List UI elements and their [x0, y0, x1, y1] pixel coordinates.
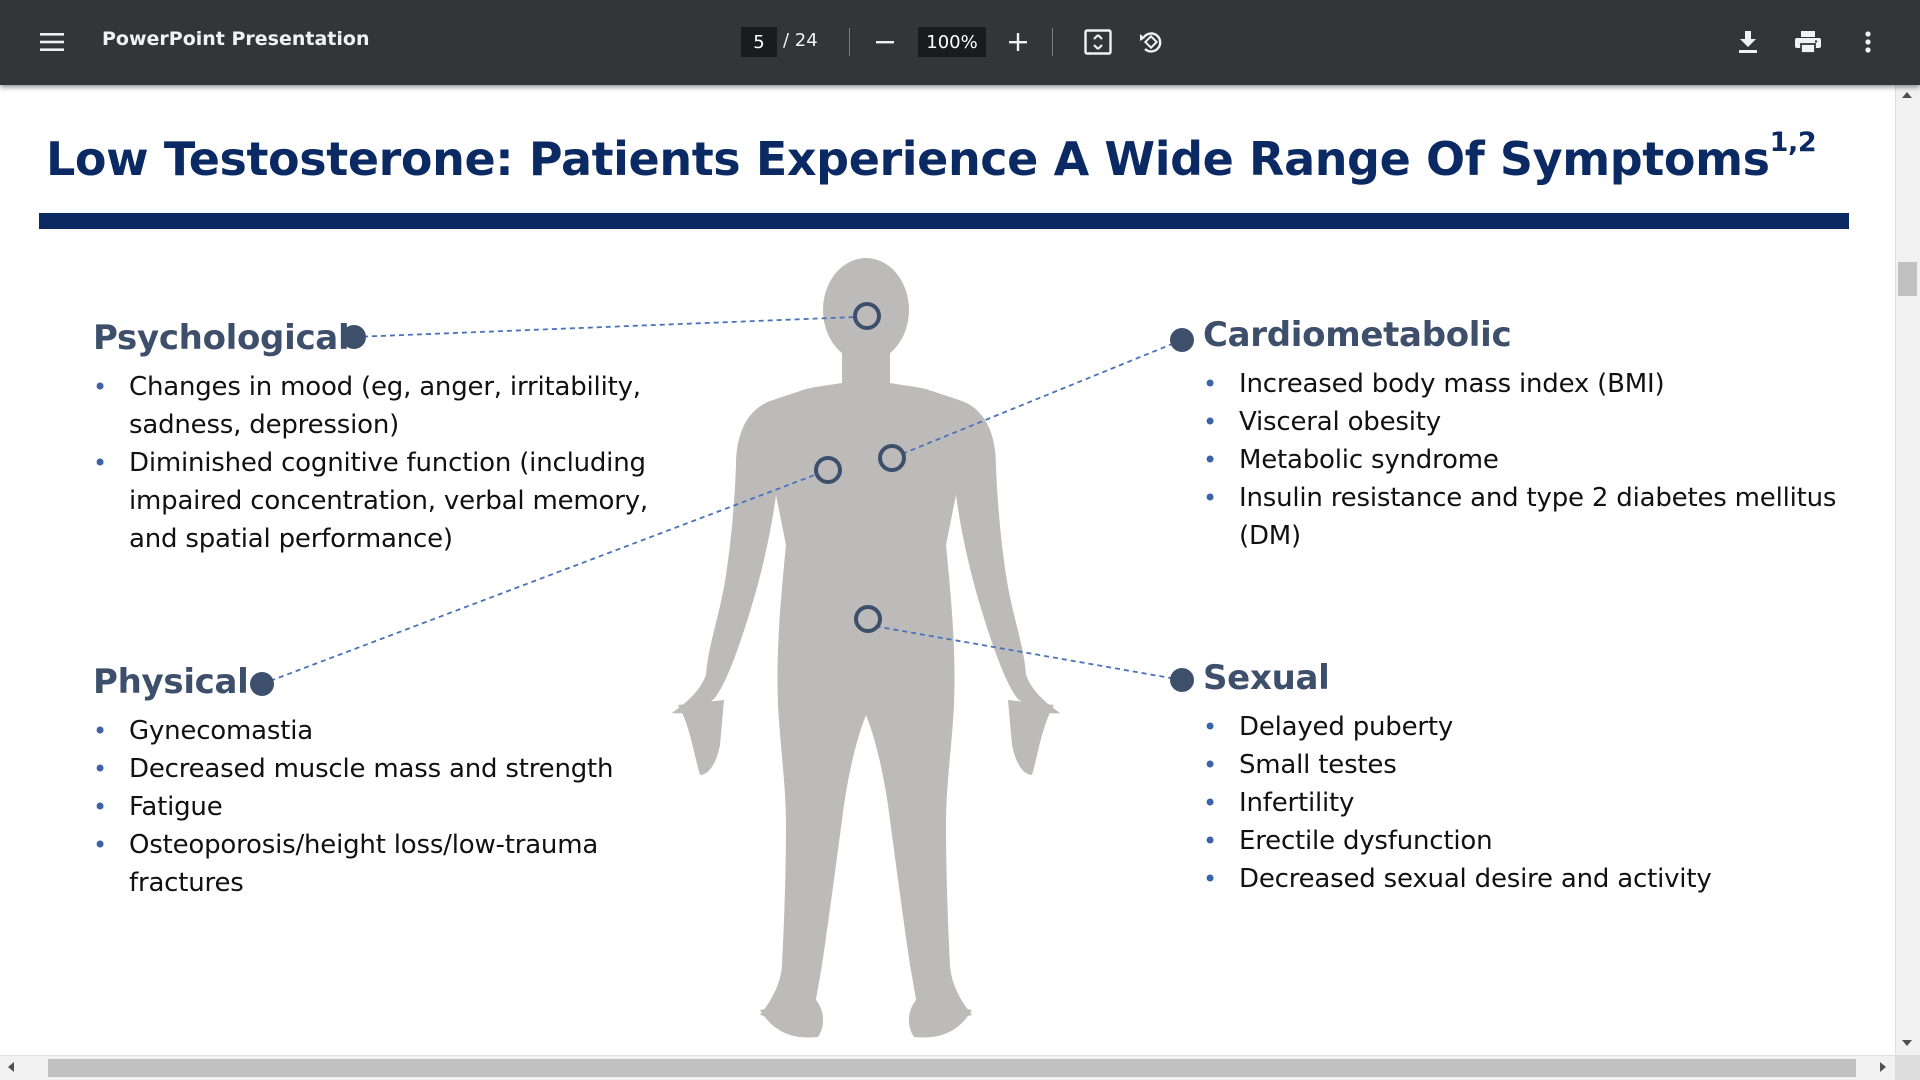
symptom-list: Delayed puberty Small testes Infertility…: [1203, 708, 1843, 898]
connector-lines: [261, 316, 1183, 685]
menu-button[interactable]: [32, 22, 72, 62]
page-number-input[interactable]: [741, 27, 777, 57]
list-item: Visceral obesity: [1203, 403, 1843, 441]
document-page: Low Testosterone: Patients Experience A …: [0, 85, 1895, 1055]
list-item: Decreased sexual desire and activity: [1203, 860, 1843, 898]
symptom-list: Gynecomastia Decreased muscle mass and s…: [93, 712, 693, 902]
marker-ring-head: [853, 302, 881, 330]
print-button[interactable]: [1788, 22, 1828, 62]
section-heading: Cardiometabolic: [1203, 315, 1512, 355]
document-title: PowerPoint Presentation: [102, 28, 370, 50]
marker-ring-chest-left: [814, 456, 842, 484]
viewer-toolbar: PowerPoint Presentation / 24: [0, 0, 1920, 85]
scroll-left-arrow-icon[interactable]: [8, 1062, 14, 1072]
section-heading: Sexual: [1203, 658, 1330, 698]
vertical-scrollbar-thumb[interactable]: [1898, 262, 1917, 296]
list-item: Erectile dysfunction: [1203, 822, 1843, 860]
title-underline-bar: [39, 213, 1849, 229]
download-icon: [1739, 31, 1757, 53]
list-item: Gynecomastia: [93, 712, 693, 750]
slide-title-text: Low Testosterone: Patients Experience A …: [46, 132, 1770, 186]
zoom-level-input[interactable]: [918, 27, 986, 57]
section-psychological: Psychological Changes in mood (eg, anger…: [93, 318, 693, 558]
list-item: Diminished cognitive function (including…: [93, 444, 693, 558]
label-markers: [250, 325, 1194, 696]
more-options-button[interactable]: [1848, 22, 1888, 62]
scroll-right-arrow-icon[interactable]: [1880, 1062, 1886, 1072]
list-item: Increased body mass index (BMI): [1203, 365, 1843, 403]
connector-psychological: [353, 316, 857, 338]
connector-sexual: [867, 624, 1183, 681]
connector-physical: [261, 469, 829, 685]
zoom-out-button[interactable]: [865, 22, 905, 62]
body-diagram: [250, 258, 1194, 1038]
plus-icon: [1009, 33, 1027, 51]
marker-ring-pelvis: [854, 605, 882, 633]
section-cardiometabolic: Cardiometabolic Increased body mass inde…: [1203, 315, 1843, 555]
more-vertical-icon: [1865, 31, 1871, 53]
marker-ring-chest-right: [878, 444, 906, 472]
list-item: Delayed puberty: [1203, 708, 1843, 746]
section-physical: Physical Gynecomastia Decreased muscle m…: [93, 662, 693, 902]
rotate-counterclockwise-icon: [1140, 32, 1162, 53]
horizontal-scrollbar-thumb[interactable]: [48, 1059, 1856, 1077]
body-markers: [814, 302, 906, 633]
hamburger-menu-icon: [40, 33, 64, 51]
list-item: Insulin resistance and type 2 diabetes m…: [1203, 479, 1843, 555]
toolbar-divider: [849, 28, 850, 56]
list-item: Metabolic syndrome: [1203, 441, 1843, 479]
list-item: Fatigue: [93, 788, 693, 826]
symptom-list: Changes in mood (eg, anger, irritability…: [93, 368, 693, 558]
minus-icon: [876, 41, 894, 44]
vertical-scrollbar[interactable]: [1895, 85, 1920, 1055]
marker-dot-psychological: [342, 325, 366, 349]
slide-title: Low Testosterone: Patients Experience A …: [46, 127, 1817, 186]
scroll-up-arrow-icon[interactable]: [1902, 92, 1912, 98]
slide: Low Testosterone: Patients Experience A …: [0, 85, 1895, 1055]
list-item: Osteoporosis/height loss/low-trauma frac…: [93, 826, 693, 902]
list-item: Small testes: [1203, 746, 1843, 784]
marker-dot-cardiometabolic: [1170, 328, 1194, 352]
scroll-down-arrow-icon[interactable]: [1902, 1040, 1912, 1046]
symptom-list: Increased body mass index (BMI) Visceral…: [1203, 365, 1843, 555]
page-total: / 24: [783, 30, 818, 51]
fit-to-page-icon: [1084, 29, 1112, 55]
list-item: Decreased muscle mass and strength: [93, 750, 693, 788]
marker-dot-physical: [250, 672, 274, 696]
marker-dot-sexual: [1170, 668, 1194, 692]
zoom-in-button[interactable]: [998, 22, 1038, 62]
section-sexual: Sexual Delayed puberty Small testes Infe…: [1203, 658, 1843, 898]
scrollbar-corner: [1895, 1055, 1920, 1080]
fit-to-page-button[interactable]: [1078, 22, 1118, 62]
section-heading: Psychological: [93, 318, 350, 358]
rotate-button[interactable]: [1131, 22, 1171, 62]
connector-cardiometabolic: [891, 339, 1183, 459]
toolbar-divider: [1052, 28, 1053, 56]
printer-icon: [1795, 31, 1821, 54]
title-superscript: 1,2: [1769, 127, 1817, 158]
list-item: Infertility: [1203, 784, 1843, 822]
list-item: Changes in mood (eg, anger, irritability…: [93, 368, 693, 444]
download-button[interactable]: [1728, 22, 1768, 62]
section-heading: Physical: [93, 662, 249, 702]
